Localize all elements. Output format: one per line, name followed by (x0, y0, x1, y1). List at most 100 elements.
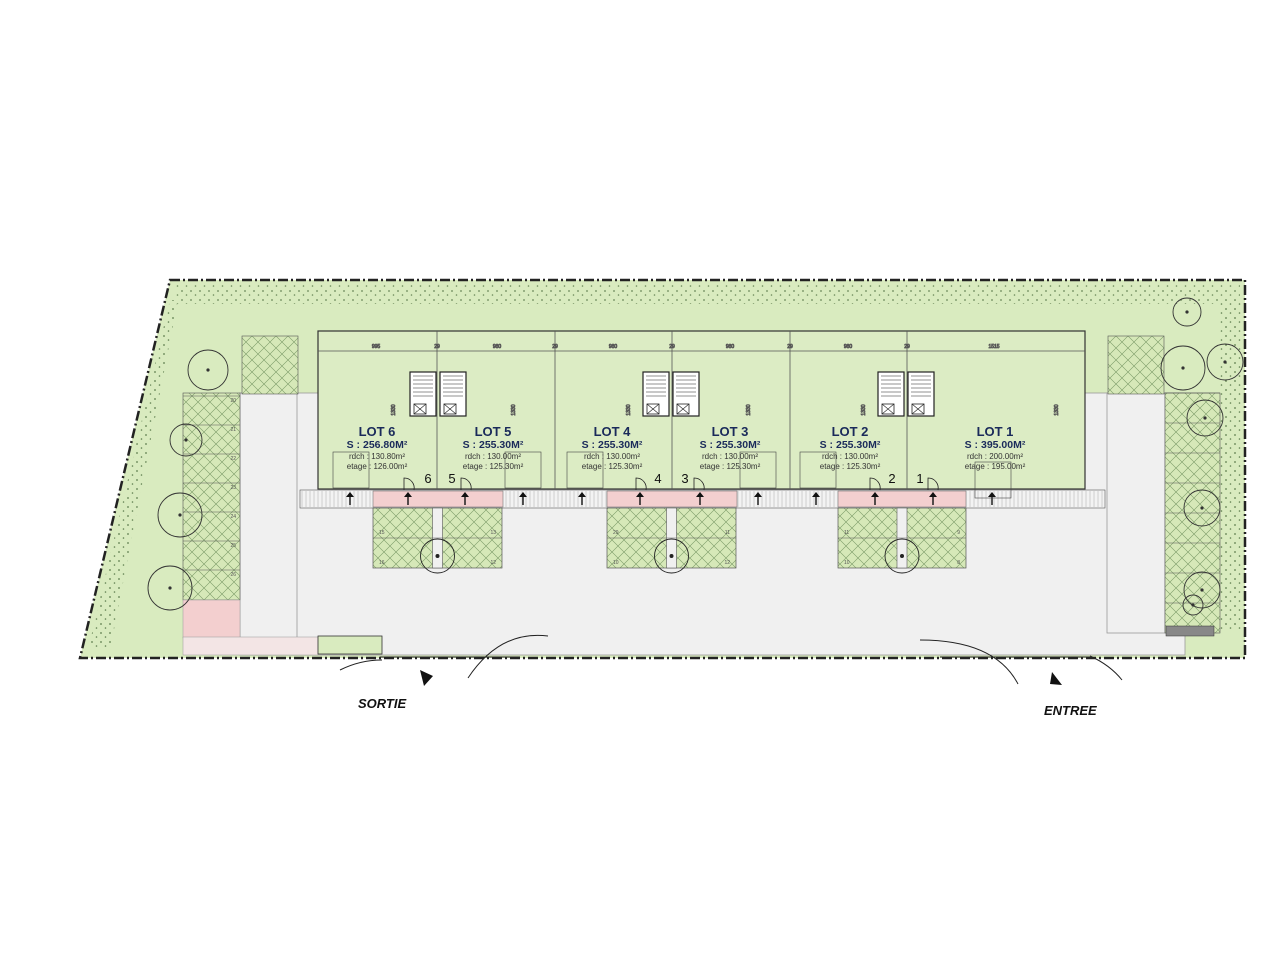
depth-label: 1330 (511, 404, 517, 415)
door-number: 1 (916, 471, 923, 486)
stair-icon (877, 371, 905, 417)
parking-number: 10 (844, 560, 850, 566)
lot-title: LOT 1 (977, 424, 1014, 439)
depth-label: 1330 (626, 404, 632, 415)
dimension-label: 29 (669, 344, 675, 350)
lot-title: LOT 6 (359, 424, 396, 439)
entrance-arrow (1050, 672, 1062, 685)
lot-rdch: rdch : 130.00m² (702, 452, 758, 461)
lot-rdch: rdch : 130.00m² (822, 452, 878, 461)
tree-icon (1172, 297, 1202, 327)
loading-door (504, 451, 542, 489)
parking-number: 24 (230, 514, 236, 520)
trees (147, 297, 1244, 616)
lot-etage: etage : 125.30m² (700, 462, 761, 471)
loading-door (974, 461, 1012, 499)
lot-rdch: rdch : 200.00m² (967, 452, 1023, 461)
stair-icon (907, 371, 935, 417)
dimension-label: 995 (372, 344, 381, 350)
up-arrow-icon (988, 492, 996, 505)
parking-number: 10 (613, 560, 619, 566)
parking-number: 20 (230, 398, 236, 404)
tree-icon (1160, 345, 1206, 391)
loading-door (332, 451, 370, 489)
entrance-pad (372, 490, 504, 508)
dimension-label: 29 (787, 344, 793, 350)
pink-zone (182, 599, 241, 639)
tree-icon (147, 565, 193, 611)
loading-door (799, 451, 837, 489)
stair-icon (409, 371, 437, 417)
right-road (1106, 392, 1166, 634)
parking-number: 29 (613, 530, 619, 536)
parking-number: 22 (230, 456, 236, 462)
parking-number: 9 (957, 530, 960, 536)
tree-icon (884, 538, 920, 574)
dimension-label: 980 (726, 344, 735, 350)
lot-etage: etage : 126.00m² (347, 462, 408, 471)
lot-title: LOT 3 (712, 424, 749, 439)
lot-surface: S : 255.30M² (582, 439, 643, 451)
loading-door (566, 451, 604, 489)
tree-icon (1186, 399, 1224, 437)
stair-icon (672, 371, 700, 417)
left-lane (239, 392, 298, 639)
lot-rdch: rdch : 130.00m² (465, 452, 521, 461)
lot-surface: S : 255.30M² (463, 439, 524, 451)
door-swing (403, 477, 415, 491)
stair-icon (439, 371, 467, 417)
up-arrow-icon (519, 492, 527, 505)
up-arrow-icon (696, 492, 704, 505)
lot-surface: S : 256.80M² (347, 439, 408, 451)
up-arrow-icon (929, 492, 937, 505)
up-arrow-icon (346, 492, 354, 505)
green-square-right (1107, 335, 1165, 395)
entrance-label: ENTREE (1044, 703, 1097, 718)
exit-label: SORTIE (358, 696, 406, 711)
lot-title: LOT 4 (594, 424, 632, 439)
up-arrow-icon (636, 492, 644, 505)
parking-number: 8 (957, 560, 960, 566)
hedge-left (88, 300, 178, 650)
green-square-left (241, 335, 299, 395)
lot-surface: S : 255.30M² (820, 439, 881, 451)
parking-number: 12 (724, 560, 730, 566)
dimension-label: 1515 (988, 344, 999, 350)
door-swing (635, 477, 647, 491)
entrance-pad (837, 490, 967, 508)
tree-icon (654, 538, 689, 574)
up-arrow-icon (812, 492, 820, 505)
parking-number: 23 (230, 485, 236, 491)
stair-icon (642, 371, 670, 417)
door-swing (869, 477, 881, 491)
guard-box (317, 635, 383, 655)
parking-number: 13 (490, 530, 496, 536)
lot-rdch: rdch : 130.00m² (584, 452, 640, 461)
parking-number: 12 (490, 560, 496, 566)
dimension-label: 29 (434, 344, 440, 350)
lot-etage: etage : 195.00m² (965, 462, 1026, 471)
up-arrow-icon (871, 492, 879, 505)
gate-arc-exit (339, 659, 383, 671)
depth-label: 1330 (391, 404, 397, 415)
lot-surface: S : 395.00M² (965, 439, 1026, 451)
tree-icon (187, 349, 229, 391)
loading-door (739, 451, 777, 489)
tree-icon (169, 423, 203, 457)
door-number: 6 (424, 471, 431, 486)
door-swing (927, 477, 939, 491)
up-arrow-icon (404, 492, 412, 505)
gate-arc-left (467, 634, 549, 679)
lot-surface: S : 255.30M² (700, 439, 761, 451)
lot-etage: etage : 125.30m² (582, 462, 643, 471)
up-arrow-icon (461, 492, 469, 505)
parking-number: 26 (230, 572, 236, 578)
